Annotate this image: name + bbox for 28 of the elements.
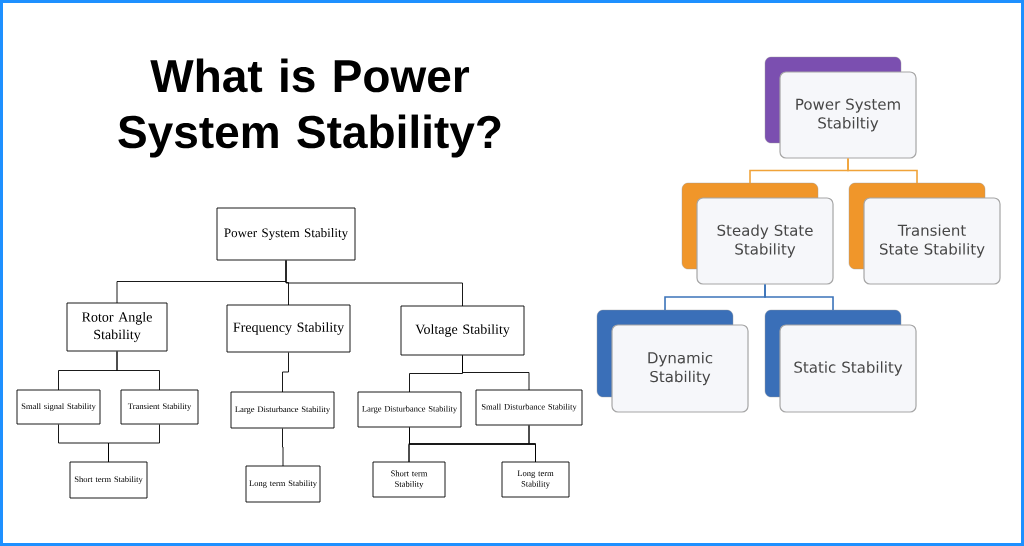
tree-box: Small signal Stability	[16, 389, 101, 425]
org-chart-card: Dynamic Stability	[596, 309, 749, 413]
connector	[847, 157, 918, 184]
org-chart-card: Steady State Stability	[681, 182, 834, 285]
org-chart-card: Static Stability	[764, 309, 917, 413]
title: What is Power System Stability?	[118, 58, 501, 158]
org-chart-card: Transient State Stability	[848, 182, 1001, 285]
tree-box: Long term Stability	[245, 465, 321, 503]
tree-box: Voltage Stability	[400, 305, 525, 356]
tree-box: Short term Stability	[372, 461, 446, 498]
connector	[108, 424, 160, 463]
tree-box: Power System Stability	[216, 207, 356, 261]
tree-box: Short term Stability	[69, 461, 148, 499]
connector	[282, 428, 284, 467]
tree-box: Small Disturbance Stability	[475, 389, 583, 426]
tree-box: Transient Stability	[120, 389, 199, 425]
tree-box: Large Disturbance Stability	[357, 391, 462, 428]
connector	[528, 425, 536, 463]
tree-box: Long term Stability	[501, 461, 570, 498]
tree-box: Rotor Angle Stability	[66, 302, 168, 352]
connector	[282, 352, 289, 393]
connector	[462, 355, 530, 391]
org-chart-card: Power System Stabiltiy	[764, 56, 917, 159]
tree-box: Frequency Stability	[226, 304, 351, 353]
connector	[764, 283, 834, 311]
connector	[285, 260, 463, 307]
connector	[116, 351, 160, 391]
tree-box: Large Disturbance Stability	[230, 391, 335, 429]
